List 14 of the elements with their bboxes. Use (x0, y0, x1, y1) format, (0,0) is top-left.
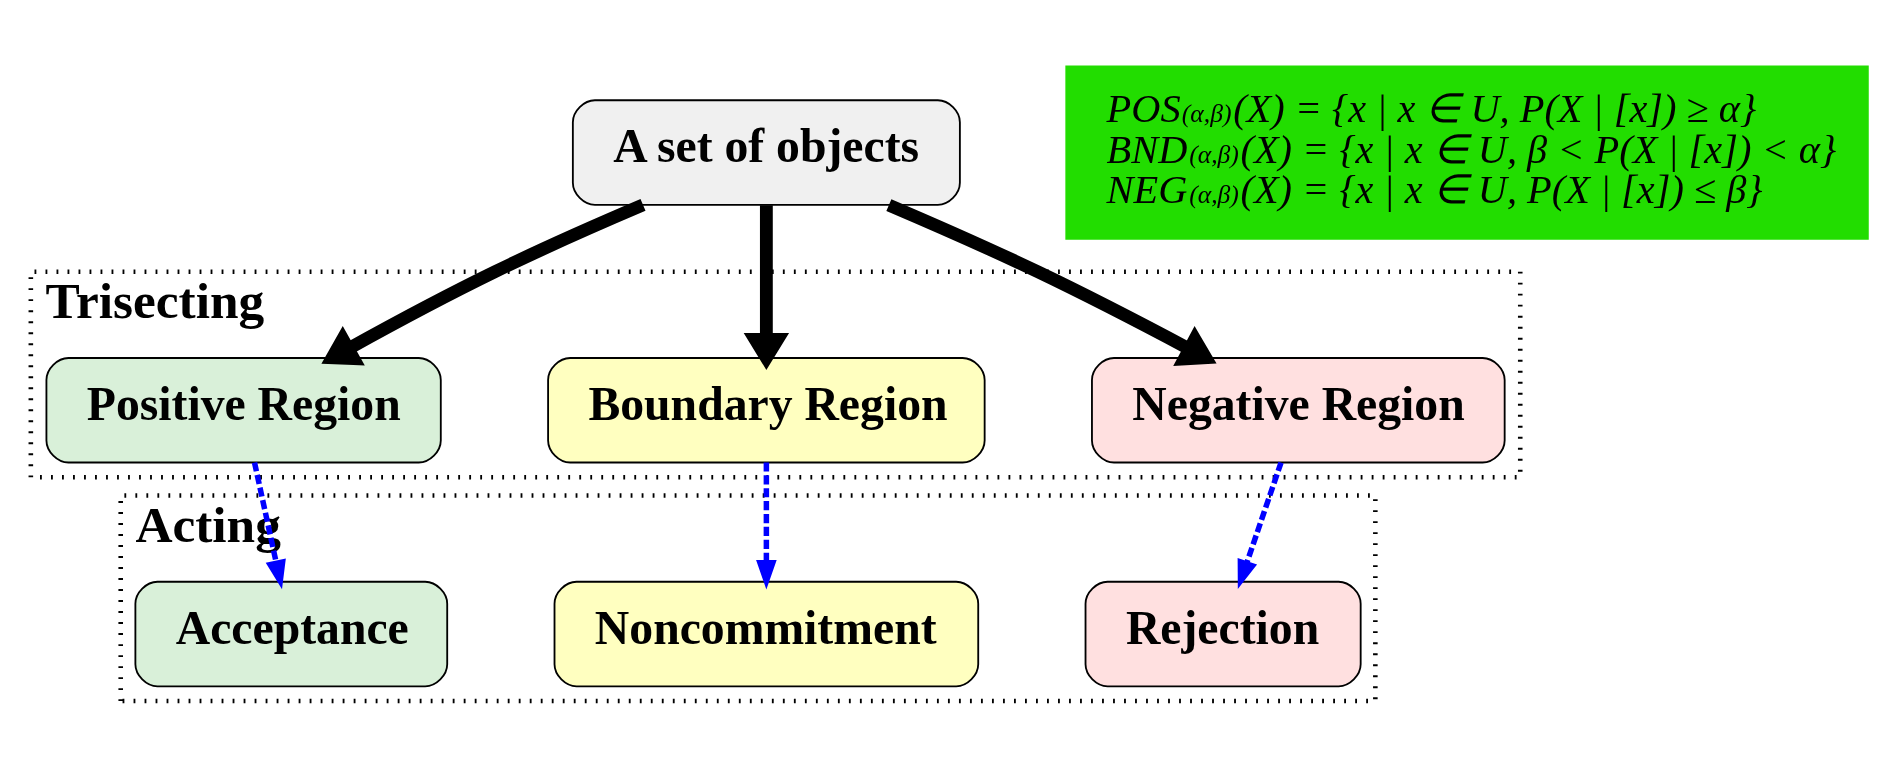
node-box: Acceptance (134, 580, 449, 688)
node-box: Rejection (1084, 580, 1362, 688)
arrow (756, 462, 777, 590)
node-box: A set of objects (571, 99, 961, 206)
arrow (743, 205, 790, 370)
arrow (1237, 461, 1284, 590)
node-box: Boundary Region (547, 357, 986, 464)
arrow (886, 199, 1217, 367)
node-box: Positive Region (45, 357, 442, 464)
arrow (251, 462, 286, 590)
arrow (321, 199, 646, 366)
node-box: POS(α,β)(X) = {x | x ∈ U, P(X | [x]) ≥ α} BND(α,β)(X) = {x | x ∈ U, β < P(X | [x]) < α} NEG(α,β)(X) = {x | x ∈ U, P(X | [x]) ≤ β} (1065, 65, 1869, 240)
node-box: Noncommitment (553, 580, 980, 688)
node-box: Negative Region (1091, 357, 1506, 464)
